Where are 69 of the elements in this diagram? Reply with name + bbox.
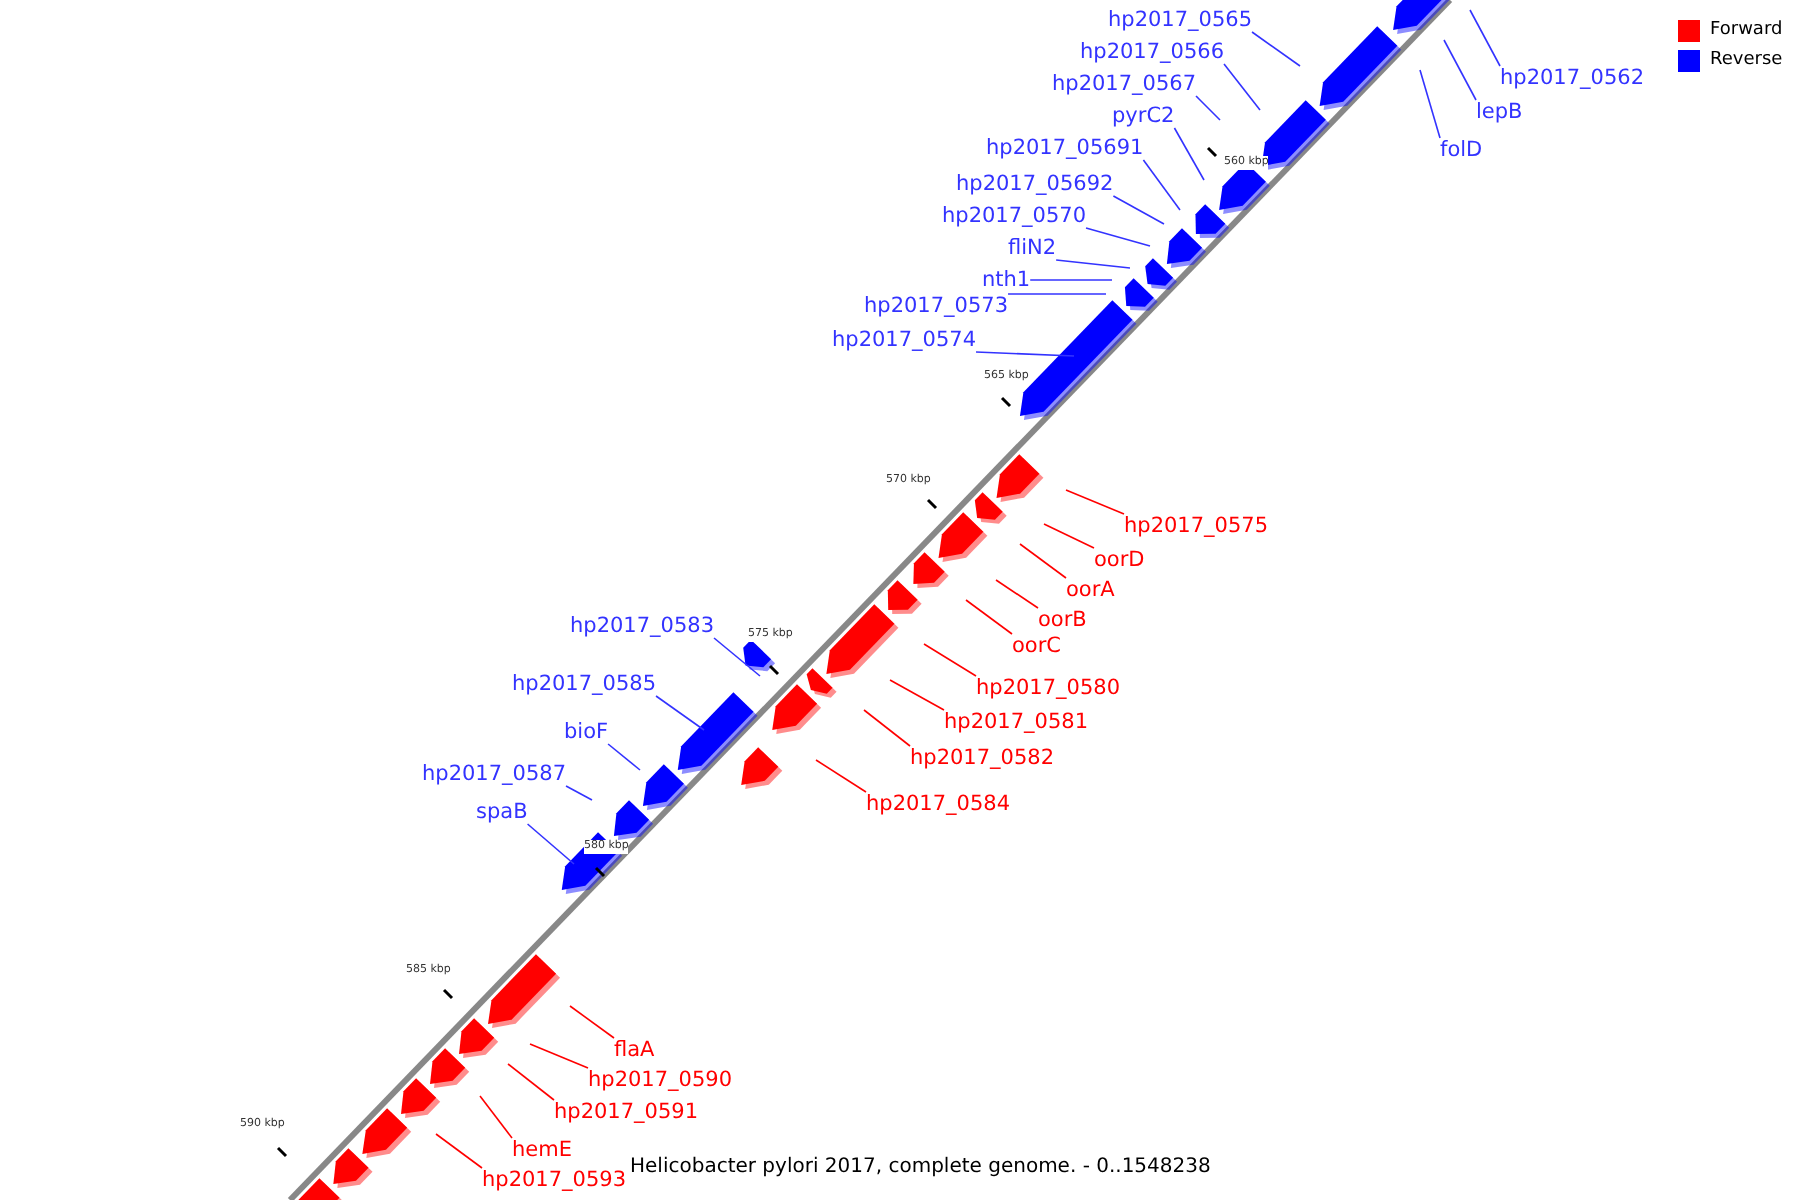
leader-line <box>1085 227 1151 247</box>
leader-line <box>435 1133 483 1169</box>
gene-label: hp2017_0567 <box>1052 72 1197 96</box>
gene-label: hp2017_0575 <box>1124 514 1269 538</box>
gene-label: oorB <box>1038 608 1087 632</box>
leader-line <box>526 823 575 865</box>
gene-label: hp2017_0570 <box>942 204 1087 228</box>
gene-label: oorD <box>1094 548 1145 572</box>
leader-line <box>479 1095 513 1139</box>
gene-label: oorA <box>1066 578 1115 602</box>
leader-line <box>569 1005 615 1039</box>
leader-line <box>1195 95 1221 121</box>
gene-label: spaB <box>476 800 528 824</box>
leader-line <box>923 643 977 677</box>
gene-label: hp2017_0583 <box>570 614 715 638</box>
gene-label: hp2017_0573 <box>864 294 1009 318</box>
leader-line <box>1065 489 1125 515</box>
gene-label: hp2017_05691 <box>986 136 1144 160</box>
gene-label: hp2017_0580 <box>976 676 1121 700</box>
gene-label: hp2017_0566 <box>1080 40 1225 64</box>
gene-label: hp2017_0593 <box>482 1168 627 1192</box>
gene-label: hp2017_0590 <box>588 1068 733 1092</box>
leader-line <box>889 679 945 711</box>
leader-line <box>965 599 1013 635</box>
gene-label: hp2017_0581 <box>944 710 1089 734</box>
leader-line <box>1173 127 1205 181</box>
leader-line <box>1142 159 1181 211</box>
leader-line <box>1029 279 1113 281</box>
leader-line <box>1419 69 1441 139</box>
leader-line <box>1112 195 1165 225</box>
gene-label: nth1 <box>982 268 1031 292</box>
leader-line <box>529 1043 589 1069</box>
caption: Helicobacter pylori 2017, complete genome. - 0..1548238 <box>630 1156 1211 1178</box>
gene-label: hp2017_05692 <box>956 172 1114 196</box>
leader-line <box>815 759 867 793</box>
leader-line <box>1251 31 1301 67</box>
leader-line <box>1223 63 1261 111</box>
leader-line <box>995 579 1039 609</box>
leader-line <box>1043 523 1095 549</box>
gene-label: folD <box>1440 138 1483 162</box>
gene-label: hp2017_0562 <box>1500 66 1645 90</box>
gene-label: oorC <box>1012 634 1061 658</box>
leader-line <box>1443 39 1477 101</box>
leader-line <box>863 709 911 747</box>
gene-label: hp2017_0591 <box>554 1100 699 1124</box>
gene-label: lepB <box>1476 100 1523 124</box>
gene-label: pyrC2 <box>1112 104 1175 128</box>
leader-line <box>1019 543 1067 579</box>
gene-label: fliN2 <box>1008 236 1057 260</box>
gene-label: hp2017_0585 <box>512 672 657 696</box>
leader-line <box>1055 259 1131 269</box>
legend-label: Forward <box>1710 20 1783 42</box>
leader-line <box>1007 293 1107 295</box>
gene-label: bioF <box>564 720 609 744</box>
gene-label: flaA <box>614 1038 655 1062</box>
gene-label: hp2017_0582 <box>910 746 1055 770</box>
gene-label: hp2017_0565 <box>1108 8 1253 32</box>
leader-line <box>565 785 593 801</box>
leader-line <box>1469 9 1501 67</box>
leader-line <box>975 351 1075 357</box>
leader-line <box>507 1063 555 1101</box>
gene-label: hp2017_0574 <box>832 328 977 352</box>
gene-label: hemE <box>512 1138 572 1162</box>
leader-line <box>655 695 705 731</box>
leader-line <box>713 637 761 677</box>
legend-label: Reverse <box>1710 50 1783 72</box>
leader-line <box>607 743 641 771</box>
gene-label: hp2017_0584 <box>866 792 1011 816</box>
gene-label: hp2017_0587 <box>422 762 567 786</box>
